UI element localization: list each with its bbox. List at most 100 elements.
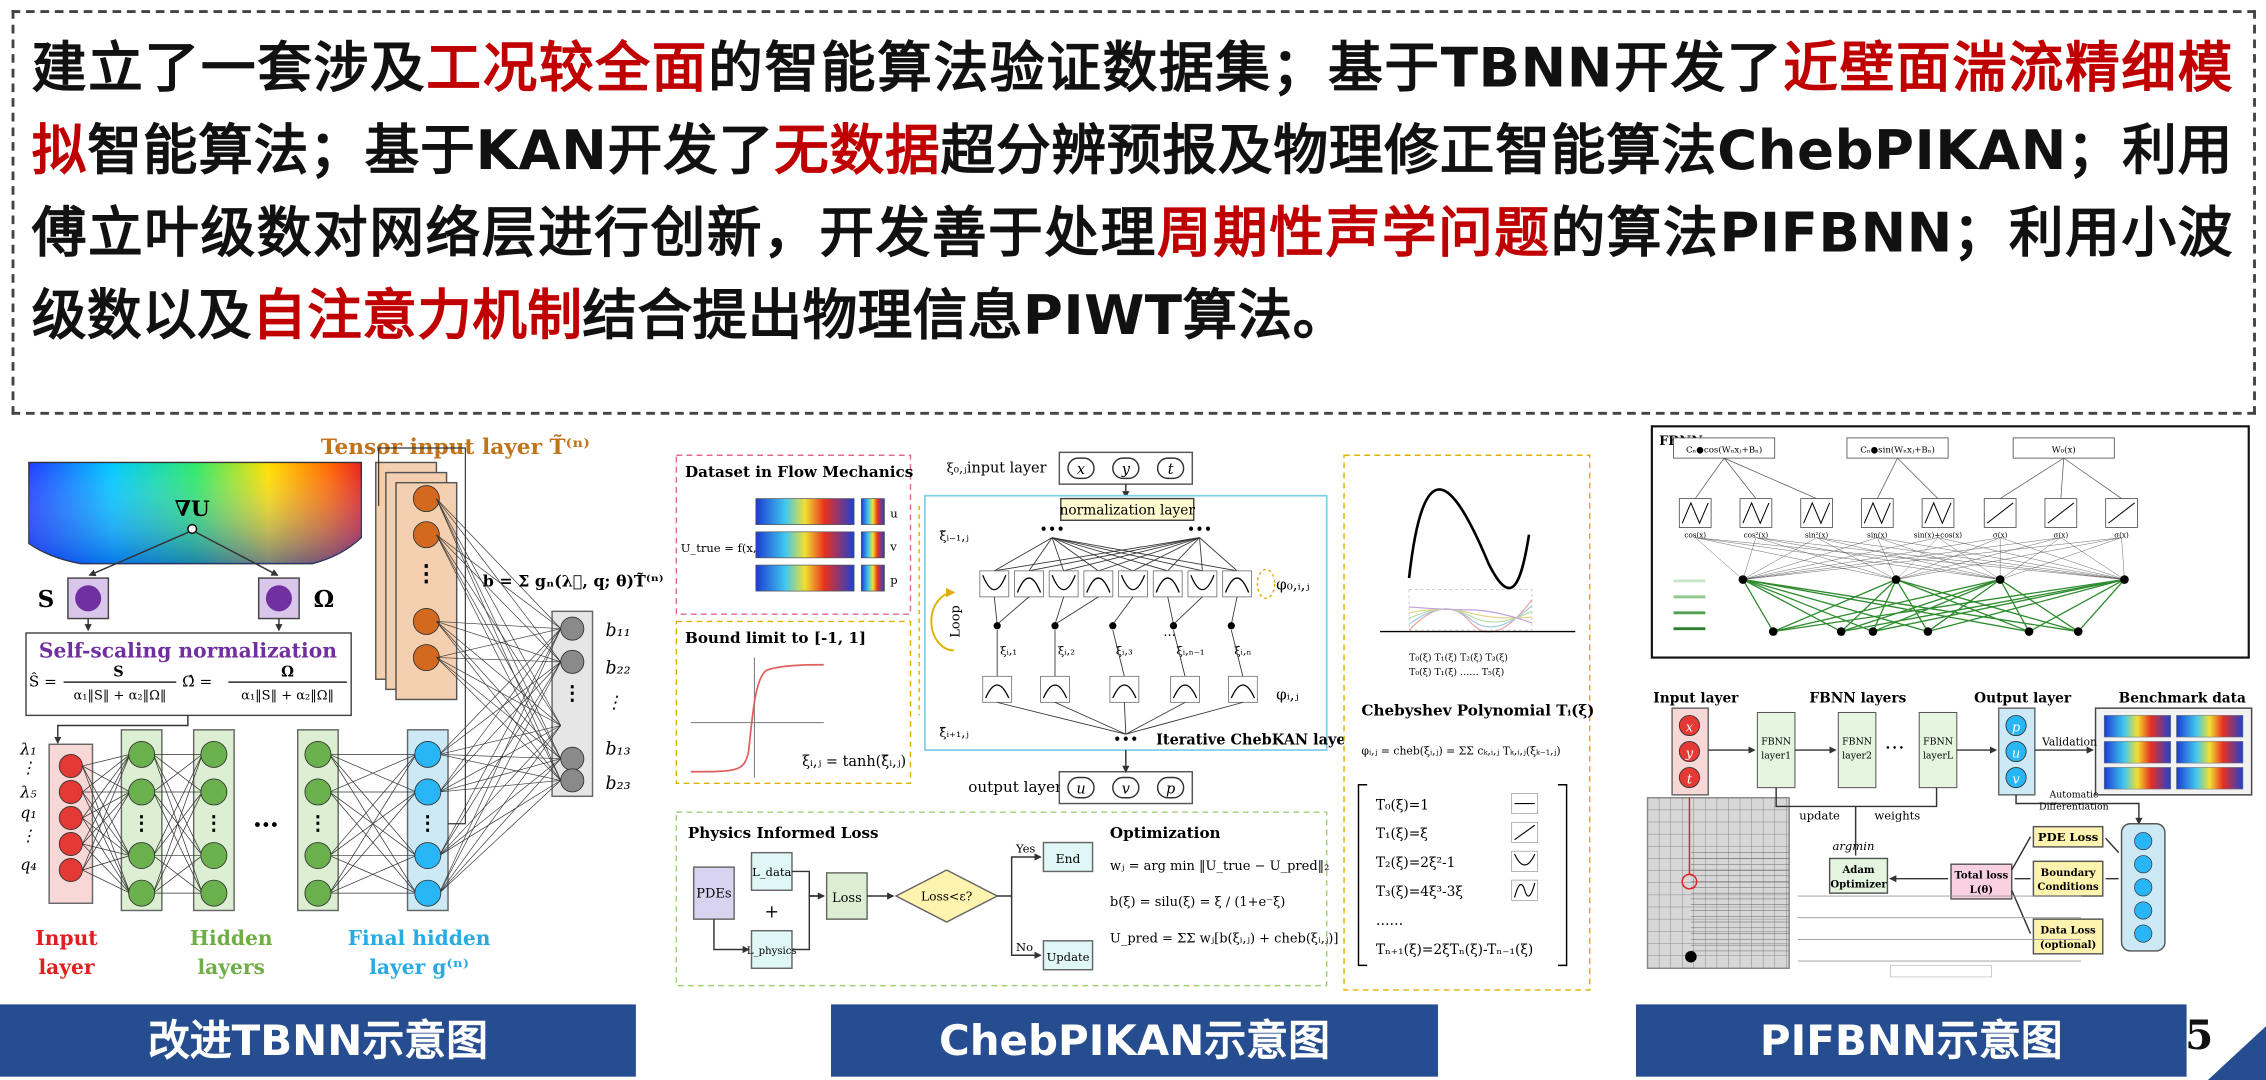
activation-curve (1016, 577, 1042, 593)
tbnn-edge (436, 534, 562, 759)
tbnn-edge (152, 754, 203, 894)
benchmark-thumbnails (2103, 715, 2244, 790)
tbnn-edge (82, 754, 131, 845)
tbnn-edge (82, 754, 131, 871)
activation-curve (1681, 501, 1709, 525)
activation-curve (985, 684, 1010, 699)
auto-diff-label: Differentiation (2039, 801, 2109, 812)
fbnn-weight-edge (1742, 578, 2079, 633)
tbnn-edge (439, 754, 561, 760)
tbnn-edges (82, 447, 562, 894)
norm-omega-lhs: Ω̂ = (182, 672, 212, 690)
activation-curve (1155, 577, 1180, 593)
polynomial-sketch (1514, 853, 1536, 866)
cheb-edge (1052, 537, 1203, 572)
cheb-edge (1230, 596, 1238, 625)
polynomial-formula: T₂(ξ)=2ξ²-1 (1376, 855, 1456, 871)
fbnn-weight-edge (1773, 578, 2001, 633)
poly-bracket-right (1557, 784, 1568, 967)
flow-field-thumbnail-small (860, 498, 885, 525)
cheb-dots: ••• (1113, 732, 1139, 748)
fbnn-node (1891, 575, 1901, 584)
derivative-node (2134, 901, 2153, 920)
activation-curve (1863, 501, 1891, 525)
polynomial-formula: T₃(ξ)=4ξ³-3ξ (1376, 884, 1463, 900)
fbnn-edge (1877, 537, 1897, 580)
node-ellipsis: ⋮ (562, 680, 582, 704)
tanh-curve (690, 663, 824, 773)
boundary-label: Boundary (2041, 867, 2097, 879)
fbnn-weight-edge (1841, 578, 2125, 633)
fbnn-layer-label: layerL (1923, 751, 1953, 762)
boundary-label: Conditions (2037, 881, 2099, 893)
tbnn-edge (436, 621, 561, 726)
tbnn-edge (152, 791, 203, 894)
summary-segment: 的智能算法验证数据集；基于TBNN开发了 (708, 36, 1784, 100)
tensor-node (412, 521, 440, 549)
fbnn-node (1923, 627, 1933, 636)
fbnn-detail-network: Cₙ●cos(Wₙxⱼ+Bₙ)Cₙ●sin(Wₙxⱼ+Bₙ)W₀(x)cos(x… (1673, 437, 2138, 636)
fbnn-edge (1742, 537, 1939, 580)
tbnn-edge (436, 628, 561, 658)
cheb-axis-label-1: T₀(ξ) T₁(ξ) T₂(ξ) T₃(ξ) (1409, 652, 1508, 663)
polynomial-formula: Tₙ₊₁(ξ)=2ξTₙ(ξ)-Tₙ₋₁(ξ) (1376, 942, 1533, 958)
s-label: S (38, 586, 55, 613)
chebpikan-panel: Dataset in Flow Mechanics U_true = f(x, … (675, 451, 1594, 991)
caption-tbnn: 改进TBNN示意图 (0, 1004, 636, 1077)
input-variable-label: q₁ (20, 803, 37, 822)
cheb-input-node (1156, 457, 1185, 480)
optimization-eq-1: wⱼ = arg min ‖U_true − U_pred‖₂ (1110, 859, 1329, 874)
tbnn-edge (329, 754, 417, 894)
polynomial-formula: T₁(ξ)=ξ (1376, 826, 1428, 842)
input-node (58, 805, 83, 830)
tensor-nodes (412, 485, 440, 672)
fbnn-edge (1755, 537, 1897, 580)
fbnn-edge (2063, 457, 2122, 499)
cheb-edge (1052, 537, 1238, 572)
input-layer-label-1: Input (35, 926, 98, 950)
cheb-edge (1028, 537, 1200, 572)
cheb-edge (994, 537, 1053, 572)
derivative-node (2134, 855, 2153, 874)
cheb-output-node (1112, 776, 1140, 799)
fbnn-weight-edge (1742, 578, 1874, 633)
hidden-node (200, 842, 228, 869)
cheb-edge (1173, 596, 1203, 625)
activation-curve (982, 574, 1007, 591)
update-arrow-label: update (1799, 808, 1840, 822)
cheb-input-label: x (1077, 462, 1085, 478)
normalization-layer-label: normalization layer (1060, 502, 1196, 518)
tbnn-edge (82, 843, 131, 894)
cheb-edge (1173, 630, 1186, 677)
fbnn-output-label: p (2012, 720, 2021, 735)
activation-label: sin(x)+cos(x) (1914, 531, 1962, 540)
hidden-node (128, 879, 156, 907)
cheb-edge (1199, 537, 1238, 572)
output-node (560, 768, 585, 793)
activation-curve (1120, 574, 1146, 591)
fbnn-weight-edge (1927, 578, 2125, 633)
sampling-point (1681, 873, 1698, 890)
norm-s-den: α₁‖S‖ + α₂‖Ω‖ (74, 688, 167, 703)
bound-box (675, 620, 912, 785)
input-variable-label: q₄ (20, 855, 37, 874)
cheb-output-layer-label: output layer (968, 778, 1063, 796)
l-physics-label: L_physics (747, 946, 797, 957)
corner-triangle (2206, 1026, 2266, 1080)
tbnn-edge (439, 661, 562, 894)
adam-box (1828, 857, 1889, 894)
tbnn-edge (436, 498, 562, 726)
basis-curve (1408, 605, 1533, 628)
tbnn-edge (436, 534, 561, 663)
end-box (1042, 841, 1094, 873)
output-component-label: b₁₁ (606, 621, 631, 641)
tbnn-edge (439, 754, 561, 781)
tbnn-edge (82, 791, 131, 845)
fbnn-edge (1742, 537, 1878, 580)
data-loss-label: (optional) (2040, 939, 2096, 951)
tbnn-edge (439, 628, 562, 894)
